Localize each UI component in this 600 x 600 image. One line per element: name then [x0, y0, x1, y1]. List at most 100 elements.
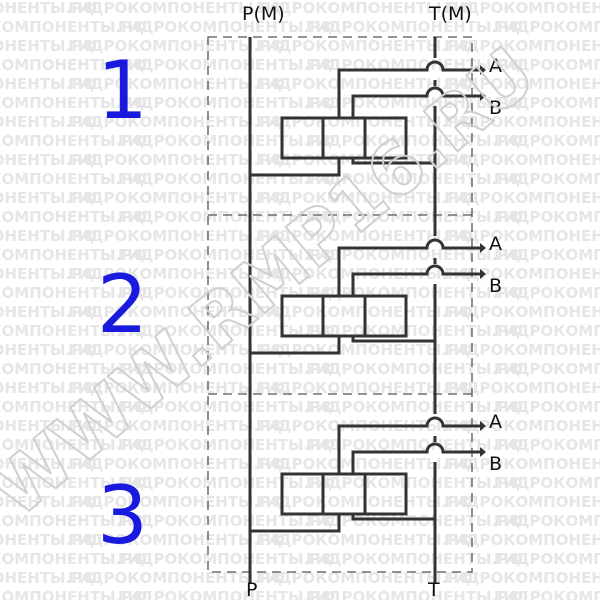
port-label-p: P: [246, 579, 257, 600]
watermark-text: ГИДРОКОМПОНЕНТЫ.РФ: [494, 18, 600, 36]
watermark-text: ГИДРОКОМПОНЕНТЫ.РФ: [0, 341, 97, 359]
watermark-text: ГИДРОКОМПОНЕНТЫ.РФ: [444, 455, 600, 473]
watermark-text: ГИДРОКОМПОНЕНТЫ.РФ: [444, 113, 600, 131]
watermark-text: ГИДРОКОМПОНЕНТЫ.РФ: [68, 37, 285, 55]
watermark-text: ГИДРОКОМПОНЕНТЫ.РФ: [68, 265, 285, 283]
watermark-text: ГИДРОКОМПОНЕНТЫ.РФ: [494, 170, 600, 188]
watermark-text: ГИДРОКОМПОНЕНТЫ.РФ: [0, 189, 97, 207]
watermark-text: ГИДРОКОМПОНЕНТЫ.РФ: [306, 512, 523, 530]
p-connection: [250, 158, 341, 177]
watermark-text: ГИДРОКОМПОНЕНТЫ.РФ: [494, 284, 600, 302]
watermark-text: ГИДРОКОМПОНЕНТЫ.РФ: [0, 455, 97, 473]
watermark-text: ГИДРОКОМПОНЕНТЫ.РФ: [0, 227, 97, 245]
watermark-text: ГИДРОКОМПОНЕНТЫ.РФ: [0, 531, 97, 549]
watermark-text: ГИДРОКОМПОНЕНТЫ.РФ: [256, 379, 473, 397]
watermark-text: ГИДРОКОМПОНЕНТЫ.РФ: [118, 170, 335, 188]
arrow-icon: [480, 243, 486, 253]
watermark-text: ГИДРОКОМПОНЕНТЫ.РФ: [0, 493, 97, 511]
watermark-text: ГИДРОКОМПОНЕНТЫ.РФ: [118, 588, 335, 600]
watermark-text: ГИДРОКОМПОНЕНТЫ.РФ: [444, 417, 600, 435]
watermark-text: ГИДРОКОМПОНЕНТЫ.РФ: [0, 265, 97, 283]
watermark-text: ГИДРОКОМПОНЕНТЫ.РФ: [0, 132, 147, 150]
watermark-text: ГИДРОКОМПОНЕНТЫ.РФ: [444, 303, 600, 321]
watermark-text: ГИДРОКОМПОНЕНТЫ.РФ: [444, 151, 600, 169]
watermark-text: ГИДРОКОМПОНЕНТЫ.РФ: [306, 170, 523, 188]
watermark-text: ГИДРОКОМПОНЕНТЫ.РФ: [306, 132, 523, 150]
watermark-text: ГИДРОКОМПОНЕНТЫ.РФ: [0, 246, 147, 264]
watermark-text: ГИДРОКОМПОНЕНТЫ.РФ: [118, 246, 335, 264]
watermark-text: ГИДРОКОМПОНЕНТЫ.РФ: [0, 474, 147, 492]
watermark-text: ГИДРОКОМПОНЕНТЫ.РФ: [256, 531, 473, 549]
watermark-text: ГИДРОКОМПОНЕНТЫ.РФ: [256, 189, 473, 207]
watermark-text: ГИДРОКОМПОНЕНТЫ.РФ: [444, 37, 600, 55]
valve-body: [280, 294, 408, 338]
watermark-text: ГИДРОКОМПОНЕНТЫ.РФ: [444, 0, 600, 17]
valve-body: [280, 116, 408, 160]
watermark-text: ГИДРОКОМПОНЕНТЫ.РФ: [118, 398, 335, 416]
watermark-text: ГИДРОКОМПОНЕНТЫ.РФ: [494, 246, 600, 264]
watermark-text: ГИДРОКОМПОНЕНТЫ.РФ: [256, 37, 473, 55]
watermark-text: ГИДРОКОМПОНЕНТЫ.РФ: [0, 550, 147, 568]
watermark-text: ГИДРОКОМПОНЕНТЫ.РФ: [0, 569, 97, 587]
watermark-text: ГИДРОКОМПОНЕНТЫ.РФ: [0, 113, 97, 131]
watermark-text: ГИДРОКОМПОНЕНТЫ.РФ: [306, 436, 523, 454]
watermark-text: ГИДРОКОМПОНЕНТЫ.РФ: [118, 550, 335, 568]
watermark-text: ГИДРОКОМПОНЕНТЫ.РФ: [444, 493, 600, 511]
p-connection: [250, 514, 341, 533]
port-b-line: [351, 442, 480, 474]
watermark-text: ГИДРОКОМПОНЕНТЫ.РФ: [0, 94, 147, 112]
watermark-text: ГИДРОКОМПОНЕНТЫ.РФ: [118, 18, 335, 36]
watermark-text: ГИДРОКОМПОНЕНТЫ.РФ: [118, 132, 335, 150]
watermark-text: ГИДРОКОМПОНЕНТЫ.РФ: [494, 94, 600, 112]
watermark-text: ГИДРОКОМПОНЕНТЫ.РФ: [0, 208, 147, 226]
watermark-text: ГИДРОКОМПОНЕНТЫ.РФ: [444, 227, 600, 245]
watermark-text: ГИДРОКОМПОНЕНТЫ.РФ: [68, 341, 285, 359]
watermark-text: ГИДРОКОМПОНЕНТЫ.РФ: [256, 569, 473, 587]
watermark-text: ГИДРОКОМПОНЕНТЫ.РФ: [0, 37, 97, 55]
watermark-text: ГИДРОКОМПОНЕНТЫ.РФ: [68, 189, 285, 207]
watermark-text: ГИДРОКОМПОНЕНТЫ.РФ: [118, 56, 335, 74]
watermark-text: ГИДРОКОМПОНЕНТЫ.РФ: [68, 227, 285, 245]
watermark-text: ГИДРОКОМПОНЕНТЫ.РФ: [0, 170, 147, 188]
t-connection: [351, 336, 435, 343]
arrow-icon: [480, 447, 486, 457]
watermark-text: ГИДРОКОМПОНЕНТЫ.РФ: [118, 208, 335, 226]
port-label-a: A: [489, 233, 502, 255]
watermark-text: ГИДРОКОМПОНЕНТЫ.РФ: [0, 284, 147, 302]
watermark-text: ГИДРОКОМПОНЕНТЫ.РФ: [306, 474, 523, 492]
watermark-text: ГИДРОКОМПОНЕНТЫ.РФ: [68, 113, 285, 131]
valve-section-3: 3AB: [97, 411, 502, 583]
watermark-text: ГИДРОКОМПОНЕНТЫ.РФ: [68, 531, 285, 549]
watermark-text: ГИДРОКОМПОНЕНТЫ.РФ: [494, 436, 600, 454]
watermark-text: ГИДРОКОМПОНЕНТЫ.РФ: [444, 569, 600, 587]
valve-section-2: 2 AB: [97, 233, 502, 414]
watermark-text: ГИДРОКОМПОНЕНТЫ.РФ: [494, 398, 600, 416]
watermark-text: ГИДРОКОМПОНЕНТЫ.РФ: [68, 493, 285, 511]
watermark-text: ГИДРОКОМПОНЕНТЫ.РФ: [118, 94, 335, 112]
p-connection: [250, 336, 341, 355]
watermark-text: ГИДРОКОМПОНЕНТЫ.РФ: [444, 379, 600, 397]
port-label-a: A: [489, 411, 502, 433]
arrow-icon: [480, 269, 486, 279]
watermark-text: ГИДРОКОМПОНЕНТЫ.РФ: [256, 455, 473, 473]
watermark-text: ГИДРОКОМПОНЕНТЫ.РФ: [494, 208, 600, 226]
port-label-b: B: [489, 453, 502, 475]
watermark-text: ГИДРОКОМПОНЕНТЫ.РФ: [118, 360, 335, 378]
section-number: 2: [97, 258, 148, 351]
watermark-text: ГИДРОКОМПОНЕНТЫ.РФ: [494, 550, 600, 568]
port-label-t: T: [427, 579, 440, 600]
watermark-text: ГИДРОКОМПОНЕНТЫ.РФ: [0, 417, 97, 435]
watermark-text: ГИДРОКОМПОНЕНТЫ.РФ: [256, 341, 473, 359]
watermark-text: ГИДРОКОМПОНЕНТЫ.РФ: [306, 94, 523, 112]
watermark-text: ГИДРОКОМПОНЕНТЫ.РФ: [444, 341, 600, 359]
port-label-a: A: [489, 55, 502, 77]
watermark-text: ГИДРОКОМПОНЕНТЫ.РФ: [256, 0, 473, 17]
watermark-text: ГИДРОКОМПОНЕНТЫ.РФ: [0, 512, 147, 530]
port-b-line: [351, 264, 480, 296]
watermark-text: ГИДРОКОМПОНЕНТЫ.РФ: [0, 588, 147, 600]
port-label-b: B: [489, 275, 502, 297]
